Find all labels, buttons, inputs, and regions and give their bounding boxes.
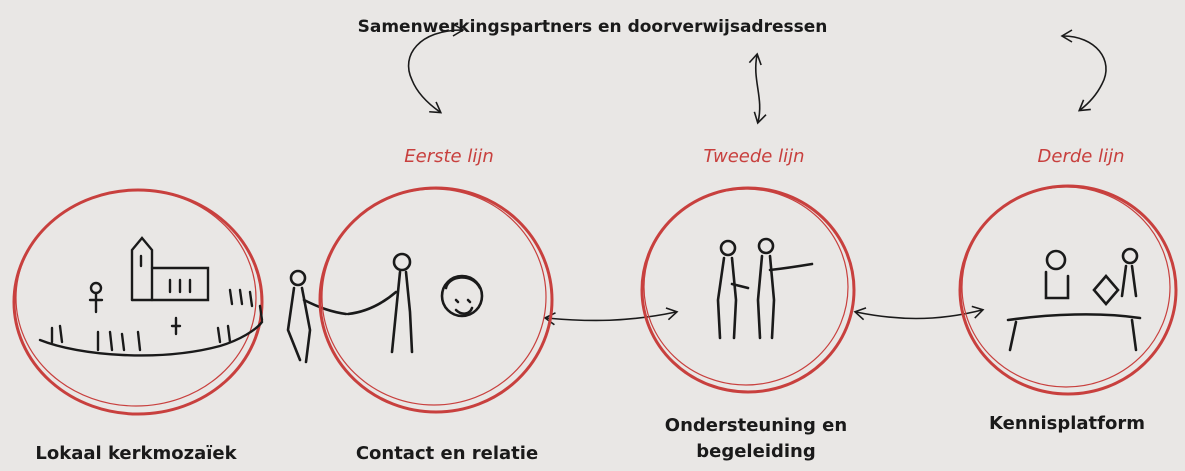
double-arrow-vertical-icon <box>748 52 767 125</box>
caption-contact: Contact en relatie <box>355 443 539 464</box>
curved-arrow-left-icon <box>407 23 465 114</box>
arrow-contact-to-support <box>543 307 679 326</box>
caption-local-church: Lokaal kerkmozaïek <box>35 443 237 464</box>
arrow-support-to-platform <box>853 305 985 321</box>
people-at-table-icon <box>1006 247 1142 352</box>
handshake-figure-icon <box>286 269 348 364</box>
label-first-line: Eerste lijn <box>404 146 494 167</box>
label-third-line: Derde lijn <box>1037 146 1125 167</box>
caption-support: Ondersteuning en begeleiding <box>664 415 848 462</box>
node-circle-local-church <box>12 188 264 416</box>
node-circle-contact <box>318 186 554 414</box>
diagram-title: Samenwerkingspartners en doorverwijsadre… <box>357 17 828 37</box>
node-circle-knowledge <box>958 184 1178 396</box>
curved-arrow-right-icon <box>1060 29 1107 112</box>
caption-knowledge: Kennisplatform <box>989 413 1145 434</box>
church-community-icon <box>38 236 264 357</box>
node-circle-support <box>640 186 856 394</box>
handshake-people-icon <box>346 252 484 354</box>
label-second-line: Tweede lijn <box>703 146 805 167</box>
two-people-talking-icon <box>716 237 814 340</box>
